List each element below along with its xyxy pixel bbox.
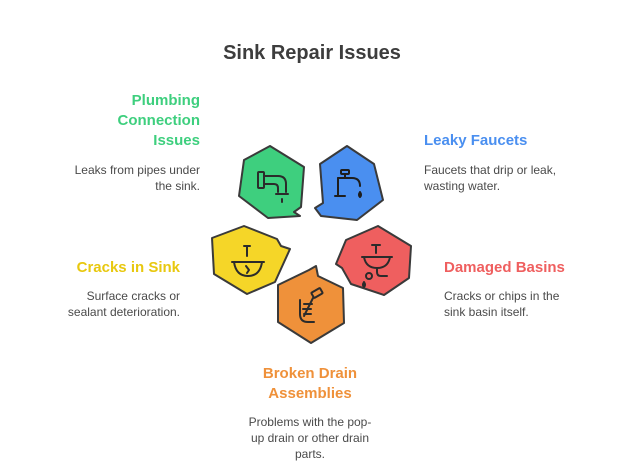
plumbing-desc-line-2: the sink. <box>155 179 200 193</box>
cracks-hexagon <box>211 225 291 295</box>
broken-description: Problems with the pop- up drain or other… <box>222 414 398 462</box>
broken-desc-line-2: up drain or other drain <box>250 431 370 445</box>
broken-heading-line-1: Broken Drain <box>262 365 358 382</box>
basin-drain-icon <box>361 244 393 288</box>
leaky-heading: Leaky Faucets <box>424 132 528 149</box>
broken-heading: Broken Drain Assemblies <box>210 364 410 404</box>
damaged-desc-line-2: sink basin itself. <box>444 305 529 319</box>
damaged-hexagon <box>335 225 412 296</box>
faucet-pipe-icon <box>257 171 289 203</box>
broken-heading-line-2: Assemblies <box>268 385 352 402</box>
damaged-description: Cracks or chips in the sink basin itself… <box>444 288 614 320</box>
broken-desc-line-1: Problems with the pop- <box>248 415 372 429</box>
plumbing-heading-line-3: Issues <box>153 132 200 149</box>
leaky-description: Faucets that drip or leak, wasting water… <box>424 162 604 194</box>
leaky-hexagon <box>314 145 384 221</box>
broken-hexagon <box>277 265 345 344</box>
plumbing-description: Leaks from pipes under the sink. <box>40 162 200 194</box>
plumbing-desc-line-1: Leaks from pipes under <box>74 163 200 177</box>
wrench-hand-icon <box>299 287 324 323</box>
cracked-sink-icon <box>231 245 265 277</box>
damaged-desc-line-1: Cracks or chips in the <box>444 289 560 303</box>
damaged-heading: Damaged Basins <box>444 259 565 276</box>
plumbing-heading-line-2: Connection <box>117 112 201 129</box>
plumbing-heading: Plumbing Connection Issues <box>40 91 201 151</box>
cracks-desc-line-1: Surface cracks or <box>86 289 180 303</box>
cracks-desc-line-2: sealant deterioration. <box>67 305 180 319</box>
page-title: Sink Repair Issues <box>223 42 401 64</box>
dripping-faucet-icon <box>334 169 362 198</box>
cracks-heading: Cracks in Sink <box>76 259 180 276</box>
broken-desc-line-3: parts. <box>294 447 325 461</box>
cracks-description: Surface cracks or sealant deterioration. <box>20 288 180 320</box>
plumbing-hexagon <box>238 145 305 219</box>
leaky-desc-line-1: Faucets that drip or leak, <box>424 163 557 177</box>
leaky-desc-line-2: wasting water. <box>424 179 501 193</box>
plumbing-heading-line-1: Plumbing <box>131 92 200 109</box>
